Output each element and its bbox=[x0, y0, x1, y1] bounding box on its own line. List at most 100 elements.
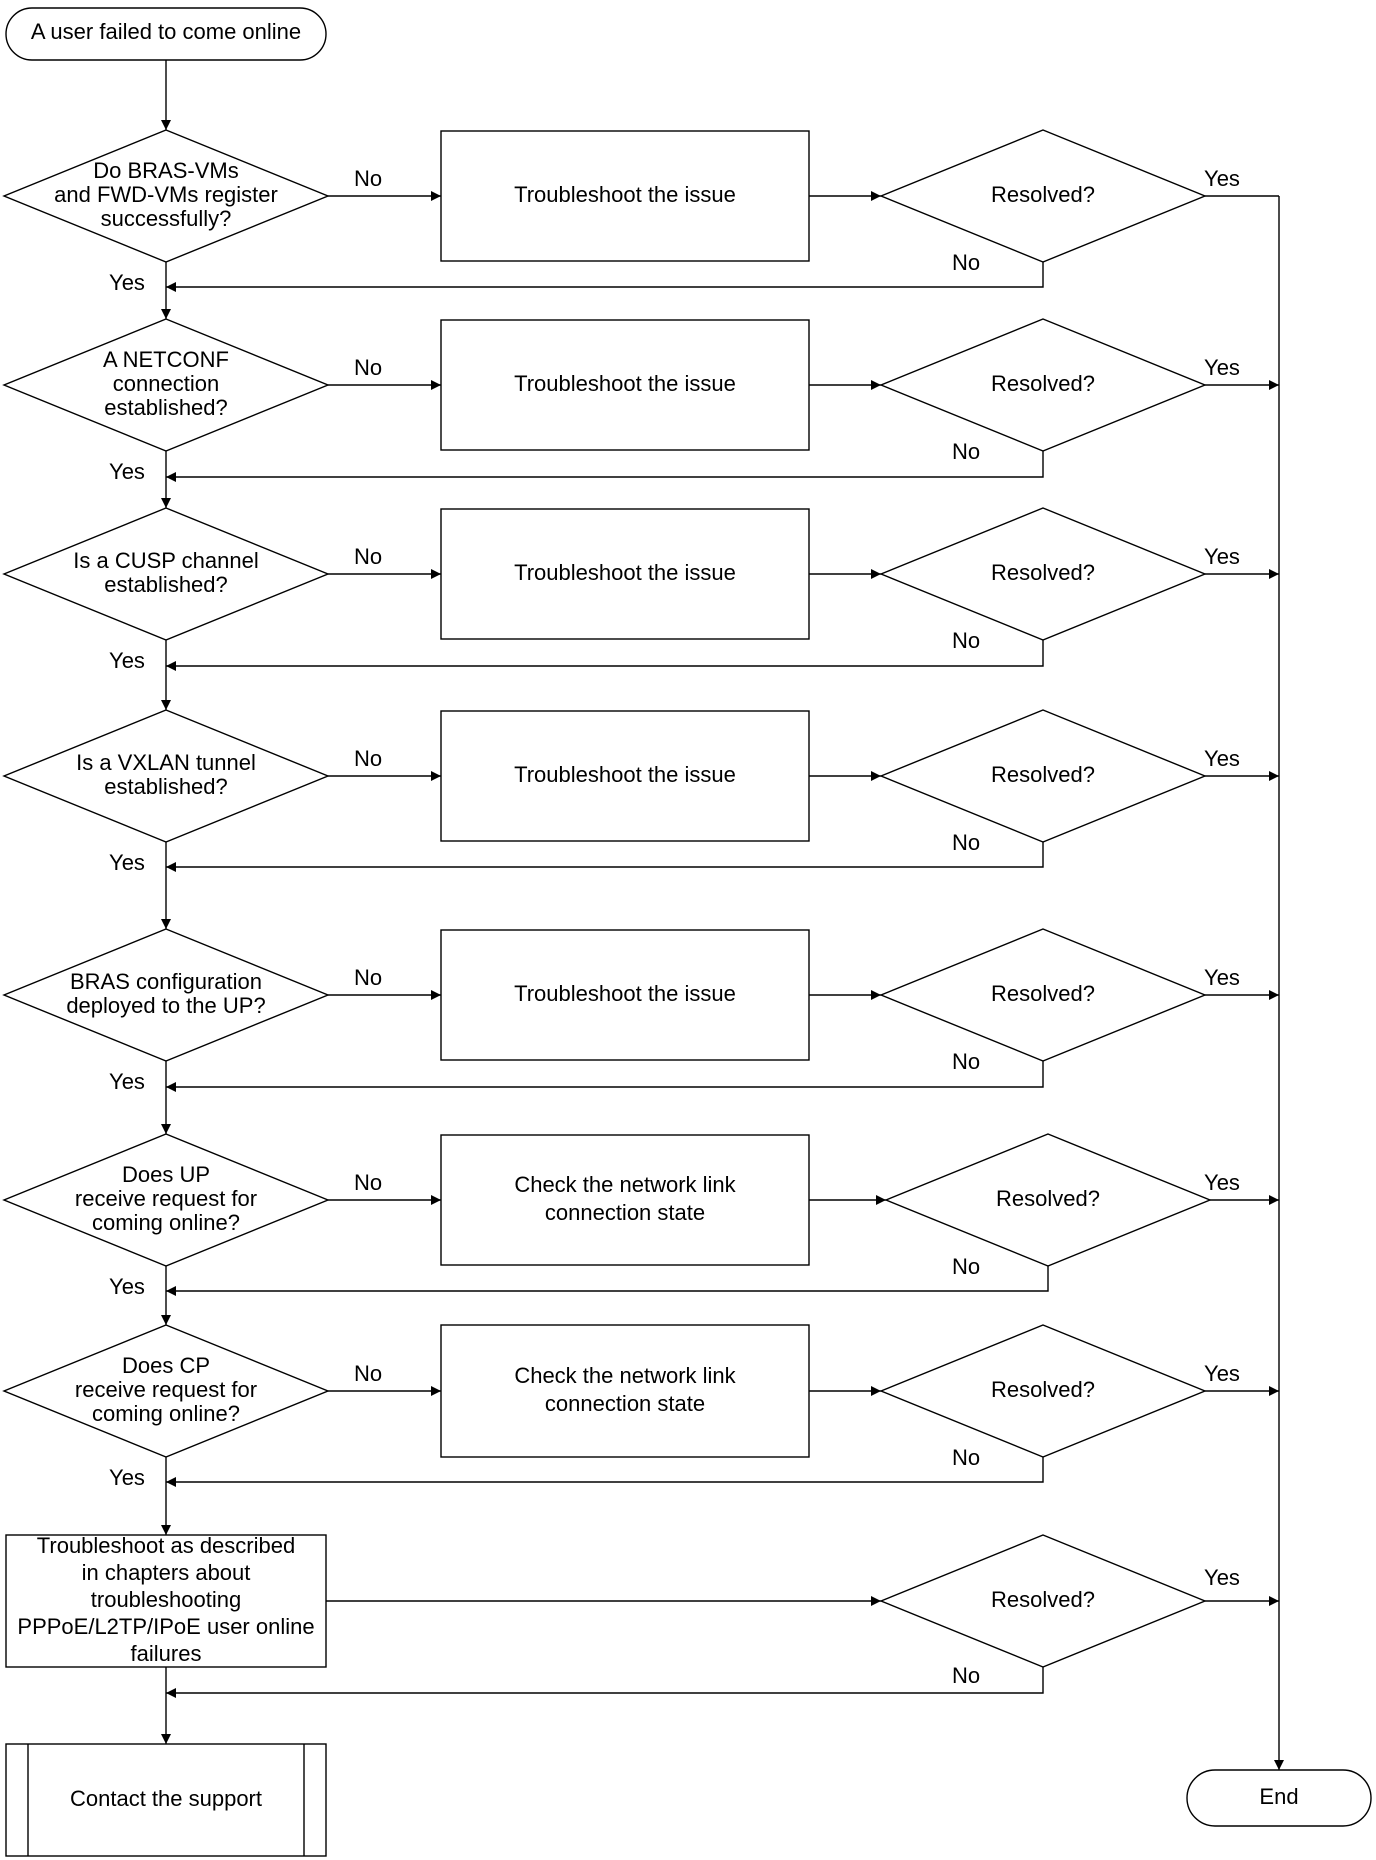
connector-return bbox=[166, 1457, 1044, 1487]
action-box bbox=[440, 508, 810, 640]
connectors bbox=[161, 60, 1284, 1770]
yes-label: Yes bbox=[109, 1465, 145, 1490]
resolved-diamond bbox=[879, 129, 1207, 263]
decision-diamond bbox=[2, 1133, 330, 1267]
action-box bbox=[440, 319, 810, 451]
yes-label: Yes bbox=[1204, 965, 1240, 990]
resolved-label: Resolved? bbox=[991, 182, 1095, 207]
no-label: No bbox=[354, 355, 382, 380]
no-label: No bbox=[952, 628, 980, 653]
decision-label: established? bbox=[104, 572, 228, 597]
action-label: Troubleshoot the issue bbox=[514, 182, 736, 207]
decision-diamond bbox=[2, 507, 330, 641]
nodes: A user failed to come online Do BRAS-VMsa… bbox=[2, 7, 1372, 1857]
contact-label: Contact the support bbox=[70, 1786, 262, 1811]
final-action-label: PPPoE/L2TP/IPoE user online bbox=[17, 1614, 314, 1639]
yes-label: Yes bbox=[109, 648, 145, 673]
connector-return bbox=[166, 451, 1044, 482]
resolved-label: Resolved? bbox=[991, 762, 1095, 787]
yes-label: Yes bbox=[1204, 166, 1240, 191]
resolved-diamond bbox=[879, 709, 1207, 843]
no-label: No bbox=[952, 1663, 980, 1688]
final-action-label: in chapters about bbox=[82, 1560, 251, 1585]
decision-label: Do BRAS-VMs bbox=[93, 158, 238, 183]
resolved-label: Resolved? bbox=[991, 371, 1095, 396]
final-action-box bbox=[5, 1534, 327, 1668]
action-label: Troubleshoot the issue bbox=[514, 762, 736, 787]
decision-label: A NETCONF bbox=[103, 347, 229, 372]
no-label: No bbox=[952, 250, 980, 275]
decision-label: established? bbox=[104, 774, 228, 799]
decision-diamond bbox=[2, 928, 330, 1062]
action-box bbox=[440, 929, 810, 1061]
decision-label: Is a CUSP channel bbox=[73, 548, 258, 573]
action-label: Troubleshoot the issue bbox=[514, 981, 736, 1006]
yes-label: Yes bbox=[1204, 746, 1240, 771]
resolved-label: Resolved? bbox=[991, 981, 1095, 1006]
final-action-label: troubleshooting bbox=[91, 1587, 241, 1612]
decision-label: BRAS configuration bbox=[70, 969, 262, 994]
action-label: Check the network link bbox=[514, 1172, 736, 1197]
no-label: No bbox=[354, 1361, 382, 1386]
no-label: No bbox=[952, 439, 980, 464]
decision-label: Does UP bbox=[122, 1162, 210, 1187]
connector-return bbox=[166, 1266, 1049, 1296]
yes-label: Yes bbox=[109, 1069, 145, 1094]
action-box bbox=[440, 130, 810, 262]
decision-label: and FWD-VMs register bbox=[54, 182, 278, 207]
resolved-label: Resolved? bbox=[996, 1186, 1100, 1211]
action-box bbox=[440, 1134, 810, 1266]
connector-return bbox=[166, 262, 1044, 292]
decision-diamond bbox=[2, 318, 330, 452]
no-label: No bbox=[354, 965, 382, 990]
action-label: connection state bbox=[545, 1391, 705, 1416]
action-label: Troubleshoot the issue bbox=[514, 371, 736, 396]
resolved-diamond bbox=[879, 507, 1207, 641]
resolved-label: Resolved? bbox=[991, 1377, 1095, 1402]
yes-label: Yes bbox=[1204, 544, 1240, 569]
decision-label: connection bbox=[113, 371, 219, 396]
connector-return bbox=[166, 842, 1044, 872]
end-label: End bbox=[1259, 1784, 1298, 1809]
connector-return bbox=[166, 1061, 1044, 1092]
decision-diamond bbox=[2, 1324, 330, 1458]
start-terminator bbox=[5, 7, 327, 61]
action-label: connection state bbox=[545, 1200, 705, 1225]
end-terminator bbox=[1186, 1769, 1372, 1827]
resolved-diamond bbox=[879, 1324, 1207, 1458]
decision-label: coming online? bbox=[92, 1210, 240, 1235]
decision-label: Is a VXLAN tunnel bbox=[76, 750, 256, 775]
yes-label: Yes bbox=[109, 459, 145, 484]
decision-label: deployed to the UP? bbox=[66, 993, 265, 1018]
final-action-label: Troubleshoot as described bbox=[37, 1533, 295, 1558]
no-label: No bbox=[952, 1049, 980, 1074]
yes-label: Yes bbox=[1204, 1361, 1240, 1386]
connector-return bbox=[166, 1667, 1044, 1698]
action-box bbox=[440, 1324, 810, 1458]
resolved-label: Resolved? bbox=[991, 1587, 1095, 1612]
contact-box bbox=[5, 1743, 327, 1857]
yes-label: Yes bbox=[1204, 1170, 1240, 1195]
resolved-label: Resolved? bbox=[991, 560, 1095, 585]
decision-label: coming online? bbox=[92, 1401, 240, 1426]
action-box bbox=[440, 710, 810, 842]
decision-diamond bbox=[2, 129, 330, 263]
decision-label: Does CP bbox=[122, 1353, 210, 1378]
connector-return bbox=[166, 640, 1044, 671]
resolved-diamond bbox=[884, 1133, 1212, 1267]
no-label: No bbox=[354, 1170, 382, 1195]
no-label: No bbox=[952, 830, 980, 855]
decision-label: established? bbox=[104, 395, 228, 420]
no-label: No bbox=[354, 746, 382, 771]
no-label: No bbox=[354, 166, 382, 191]
yes-label: Yes bbox=[109, 850, 145, 875]
decision-diamond bbox=[2, 709, 330, 843]
resolved-diamond bbox=[879, 928, 1207, 1062]
action-label: Check the network link bbox=[514, 1363, 736, 1388]
yes-label: Yes bbox=[109, 1274, 145, 1299]
final-action-label: failures bbox=[131, 1641, 202, 1666]
resolved-diamond bbox=[879, 318, 1207, 452]
start-label: A user failed to come online bbox=[31, 19, 301, 44]
